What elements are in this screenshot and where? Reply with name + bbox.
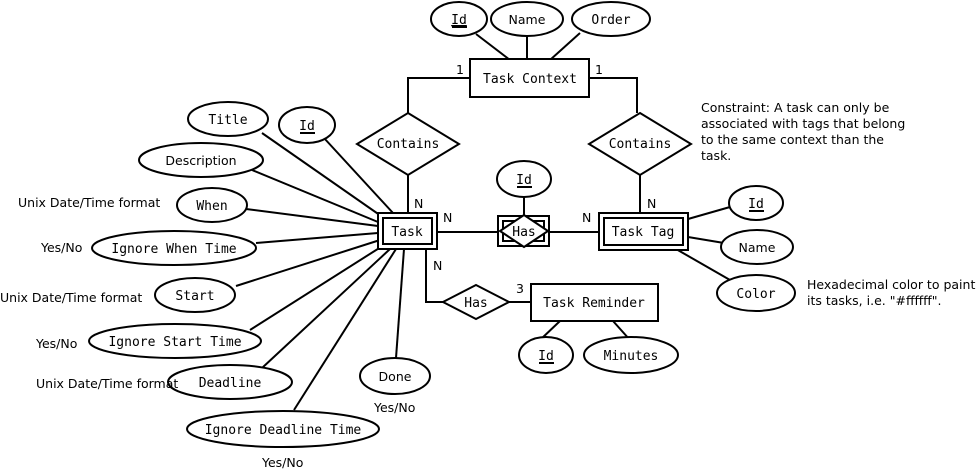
note-constraint-line: task. bbox=[701, 148, 731, 163]
note-color-line: its tasks, i.e. "#ffffff". bbox=[807, 293, 942, 308]
entity-task: Task bbox=[377, 212, 438, 250]
note-done-type: Yes/No bbox=[373, 400, 415, 415]
attribute-label: Minutes bbox=[604, 349, 659, 364]
attribute-label: Id bbox=[516, 173, 532, 188]
relationship-label: Has bbox=[464, 296, 487, 311]
note-constraint-line: to the same context than the bbox=[701, 132, 884, 147]
attribute-task-title: Title bbox=[187, 101, 269, 137]
attribute-label: Id bbox=[299, 119, 315, 134]
relationship-label: Contains bbox=[377, 137, 440, 152]
note-constraint-line: associated with tags that belong bbox=[701, 116, 905, 131]
attribute-tag-color: Color bbox=[716, 274, 796, 312]
entity-label: Task bbox=[391, 225, 422, 240]
attribute-task-when: When bbox=[176, 187, 248, 223]
attribute-label: Deadline bbox=[199, 376, 262, 391]
cardinality-labels: 1 1 N N N N N 3 bbox=[414, 62, 656, 296]
cardinality-task-has-reminder: N bbox=[433, 258, 442, 273]
entity-label: Task Context bbox=[483, 72, 577, 87]
relationship-has-tag: Has bbox=[497, 213, 550, 249]
cardinality-context-right: 1 bbox=[595, 62, 603, 77]
attribute-label: Id bbox=[451, 13, 467, 28]
cardinality-tag-contains: N bbox=[647, 196, 656, 211]
attribute-label: Id bbox=[748, 197, 764, 212]
cardinality-reminder-has: 3 bbox=[516, 281, 524, 296]
relationship-contains-left: Contains bbox=[355, 111, 461, 177]
attribute-reminder-minutes: Minutes bbox=[583, 336, 679, 374]
attribute-label: Ignore When Time bbox=[111, 242, 236, 257]
note-ignore-start: Yes/No bbox=[35, 336, 77, 351]
entity-task-reminder: Task Reminder bbox=[530, 283, 659, 322]
attribute-label: Ignore Deadline Time bbox=[205, 423, 362, 438]
relationship-has-reminder: Has bbox=[440, 283, 512, 321]
attribute-task-id: Id bbox=[278, 106, 336, 144]
entity-label: Task Tag bbox=[612, 225, 675, 240]
entity-label: Task Reminder bbox=[543, 296, 645, 311]
note-deadline-format: Unix Date/Time format bbox=[36, 376, 178, 391]
attribute-context-id: Id bbox=[430, 1, 488, 37]
attribute-label: Color bbox=[736, 287, 775, 302]
note-ignore-when: Yes/No bbox=[40, 240, 82, 255]
relationship-contains-right: Contains bbox=[587, 111, 693, 177]
entity-task-context: Task Context bbox=[469, 58, 590, 98]
attribute-label: Title bbox=[208, 113, 247, 128]
attribute-task-ignore-deadline: Ignore Deadline Time bbox=[186, 410, 380, 448]
attribute-task-ignore-start: Ignore Start Time bbox=[88, 323, 262, 359]
cardinality-task-contains: N bbox=[414, 196, 423, 211]
note-constraint-line: Constraint: A task can only be bbox=[701, 100, 890, 115]
attribute-label: Name bbox=[739, 240, 776, 255]
attribute-label: Start bbox=[175, 289, 214, 304]
cardinality-tag-has: N bbox=[582, 210, 591, 225]
attribute-label: Order bbox=[591, 13, 630, 28]
connector-lines bbox=[235, 32, 731, 411]
attribute-task-deadline: Deadline bbox=[167, 364, 293, 400]
attribute-tag-id: Id bbox=[728, 185, 784, 221]
annotation-notes: Unix Date/Time format Yes/No Unix Date/T… bbox=[0, 100, 975, 469]
attribute-task-ignore-when: Ignore When Time bbox=[91, 230, 257, 266]
attribute-label: When bbox=[196, 199, 227, 214]
note-ignore-deadline: Yes/No bbox=[261, 455, 303, 469]
attribute-reminder-id: Id bbox=[518, 336, 574, 374]
note-color-line: Hexadecimal color to paint bbox=[807, 277, 975, 292]
attribute-label: Id bbox=[538, 349, 554, 364]
note-start-format: Unix Date/Time format bbox=[0, 290, 142, 305]
attribute-label: Done bbox=[379, 369, 412, 384]
attribute-context-name: Name bbox=[490, 1, 564, 37]
note-when-format: Unix Date/Time format bbox=[18, 195, 160, 210]
attribute-label: Name bbox=[509, 12, 546, 27]
entity-task-tag: Task Tag bbox=[598, 212, 689, 251]
attribute-task-start: Start bbox=[154, 277, 236, 313]
cardinality-task-has-tag: N bbox=[443, 210, 452, 225]
relationship-label: Contains bbox=[609, 137, 672, 152]
attribute-task-description: Description bbox=[138, 142, 264, 178]
attribute-has-id: Id bbox=[496, 160, 552, 198]
relationship-label: Has bbox=[512, 225, 535, 240]
attribute-label: Description bbox=[165, 153, 236, 168]
attribute-task-done: Done bbox=[359, 357, 431, 395]
attribute-tag-name: Name bbox=[720, 229, 794, 265]
cardinality-context-left: 1 bbox=[456, 62, 464, 77]
attribute-context-order: Order bbox=[571, 1, 651, 37]
attribute-label: Ignore Start Time bbox=[108, 335, 241, 350]
